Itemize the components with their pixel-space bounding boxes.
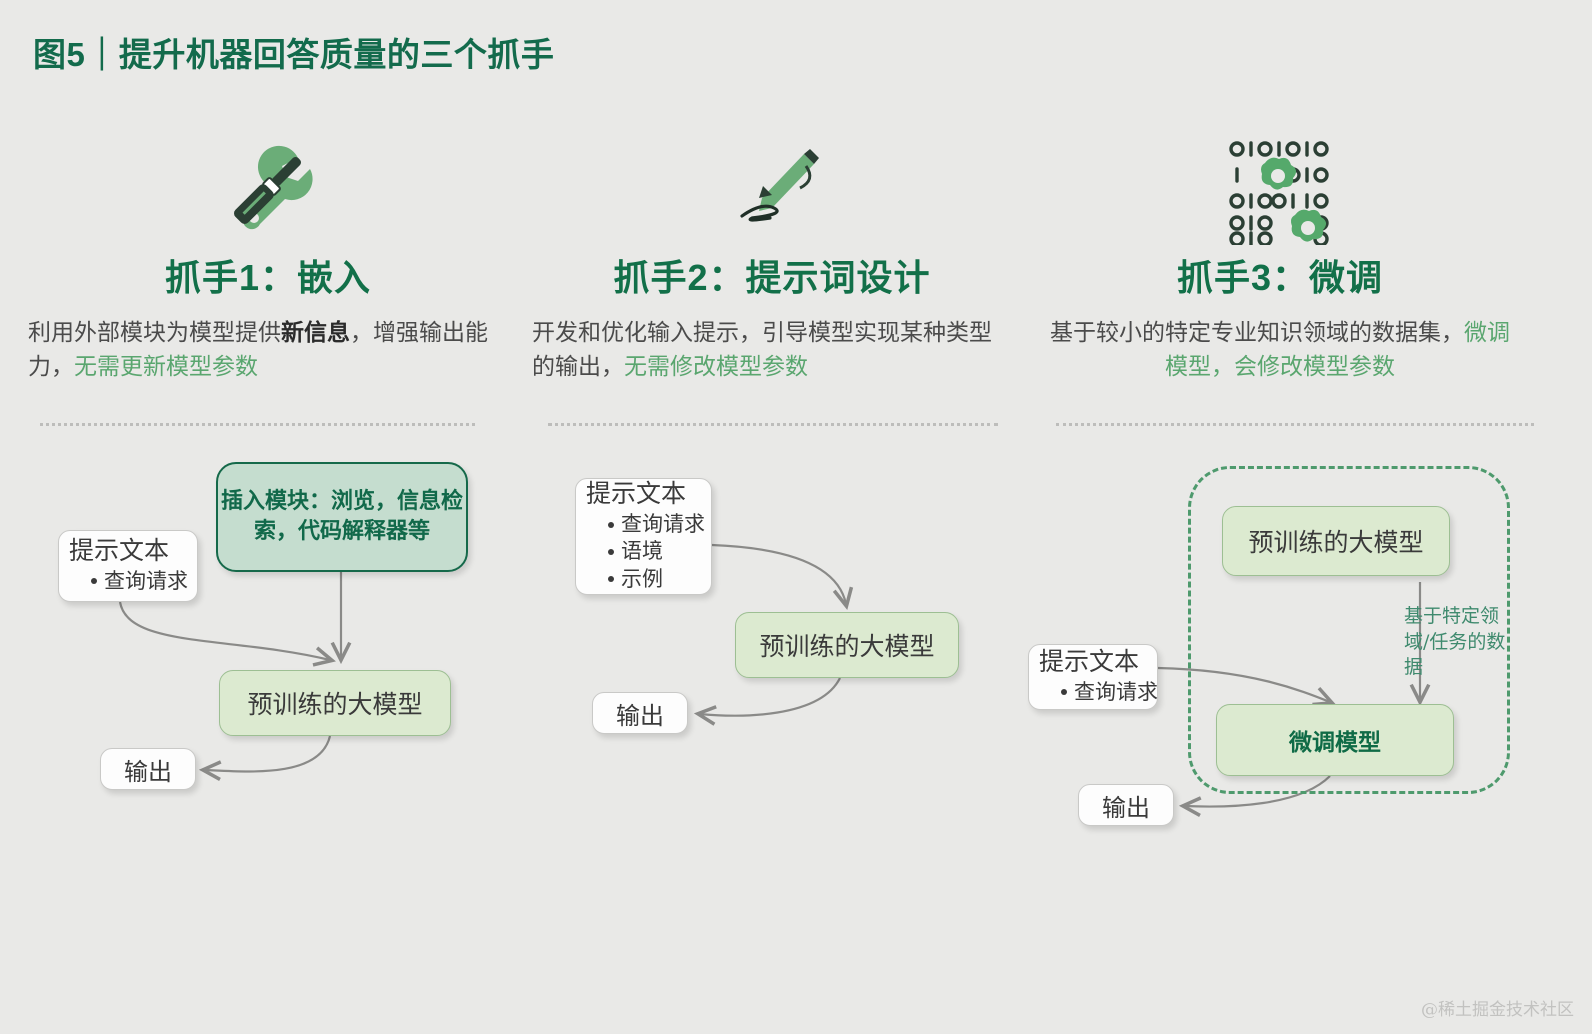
bullet-dot	[608, 576, 614, 583]
list-item: 语境	[608, 538, 705, 565]
desc-part-bold: 新信息	[281, 318, 350, 346]
output-label: 输出	[616, 701, 664, 730]
fine-tuning-data-note: 基于特定领域/任务的数据	[1404, 605, 1506, 679]
bullet-dot	[1061, 689, 1067, 696]
bullet-dot	[91, 578, 97, 585]
screwdriver-wrench-icon	[28, 130, 508, 250]
bullet-label: 查询请求	[1074, 679, 1158, 704]
desc-part-normal-2: ，增强输出能力，	[28, 319, 488, 381]
output-label: 输出	[1102, 793, 1150, 822]
watermark: @稀土掘金技术社区	[1421, 1000, 1574, 1020]
plugin-module-box[interactable]: 插入模块：浏览，信息检索，代码解释器等	[216, 462, 468, 572]
divider-column-1	[40, 423, 475, 426]
list-item: 示例	[608, 566, 705, 593]
desc-part-green: 无需修改模型参数	[624, 354, 808, 381]
column-description: 开发和优化输入提示，引导模型实现某种类型的输出，无需修改模型参数	[532, 316, 1012, 385]
prompt-text-title: 提示文本	[586, 479, 687, 509]
list-item: 查询请求	[608, 511, 705, 538]
prompt-text-box-1[interactable]: 提示文本 查询请求	[58, 530, 198, 602]
binary-gear-icon	[1040, 130, 1520, 250]
pretrained-model-label: 预训练的大模型	[1248, 528, 1424, 557]
divider-column-2	[548, 423, 998, 426]
prompt-text-bullets: 查询请求	[1039, 679, 1158, 706]
pretrained-model-box-1[interactable]: 预训练的大模型	[219, 670, 451, 736]
prompt-text-bullets: 查询请求	[69, 568, 188, 595]
bullet-label: 查询请求	[104, 568, 188, 593]
pen-icon	[532, 130, 1012, 250]
prompt-text-title: 提示文本	[69, 535, 170, 565]
pretrained-model-label: 预训练的大模型	[759, 632, 935, 661]
bullet-dot	[608, 521, 614, 528]
pretrained-model-box-3[interactable]: 预训练的大模型	[1222, 506, 1450, 576]
prompt-text-box-3[interactable]: 提示文本 查询请求	[1028, 644, 1158, 710]
desc-part-green: 微调模型，会修改模型参数	[1165, 319, 1510, 381]
desc-part-normal: 基于较小的特定专业知识领域的数据集，	[1050, 319, 1464, 346]
pretrained-model-label: 预训练的大模型	[247, 690, 423, 719]
output-label: 输出	[124, 757, 172, 786]
fine-tuning-zone	[1188, 466, 1510, 794]
column-description: 基于较小的特定专业知识领域的数据集，微调模型，会修改模型参数	[1040, 316, 1520, 385]
column-description: 利用外部模块为模型提供新信息，增强输出能力，无需更新模型参数	[28, 316, 508, 385]
page-title: 图5｜提升机器回答质量的三个抓手	[33, 36, 555, 73]
desc-part-normal: 开发和优化输入提示，引导模型实现某种类型的输出，	[532, 319, 992, 381]
column-heading: 抓手1：嵌入	[164, 257, 372, 298]
column-prompt-design: 抓手2：提示词设计 开发和优化输入提示，引导模型实现某种类型的输出，无需修改模型…	[532, 130, 1012, 385]
bullet-dot	[608, 548, 614, 555]
prompt-text-box-2[interactable]: 提示文本 查询请求 语境 示例	[575, 478, 712, 595]
prompt-text-title: 提示文本	[1039, 646, 1140, 676]
bullet-label: 查询请求	[621, 511, 705, 536]
fine-tuned-model-box[interactable]: 微调模型	[1216, 704, 1454, 776]
output-box-2[interactable]: 输出	[592, 692, 688, 734]
pretrained-model-box-2[interactable]: 预训练的大模型	[735, 612, 959, 678]
prompt-text-bullets: 查询请求 语境 示例	[586, 511, 705, 593]
list-item: 查询请求	[91, 568, 188, 595]
desc-part-green: 无需更新模型参数	[74, 354, 258, 381]
divider-column-3	[1056, 423, 1534, 426]
bullet-label: 语境	[621, 539, 663, 564]
desc-part-normal: 利用外部模块为模型提供	[28, 319, 281, 346]
output-box-3[interactable]: 输出	[1078, 784, 1174, 826]
bullet-label: 示例	[621, 566, 663, 591]
column-heading: 抓手3：微调	[1176, 257, 1384, 298]
column-fine-tuning: 抓手3：微调 基于较小的特定专业知识领域的数据集，微调模型，会修改模型参数	[1040, 130, 1520, 385]
output-box-1[interactable]: 输出	[100, 748, 196, 790]
column-embedding: 抓手1：嵌入 利用外部模块为模型提供新信息，增强输出能力，无需更新模型参数	[28, 130, 508, 385]
column-heading: 抓手2：提示词设计	[613, 257, 931, 298]
fine-tuned-model-label: 微调模型	[1289, 730, 1381, 756]
plugin-module-label: 插入模块：浏览，信息检索，代码解释器等	[220, 489, 463, 544]
list-item: 查询请求	[1061, 679, 1158, 706]
